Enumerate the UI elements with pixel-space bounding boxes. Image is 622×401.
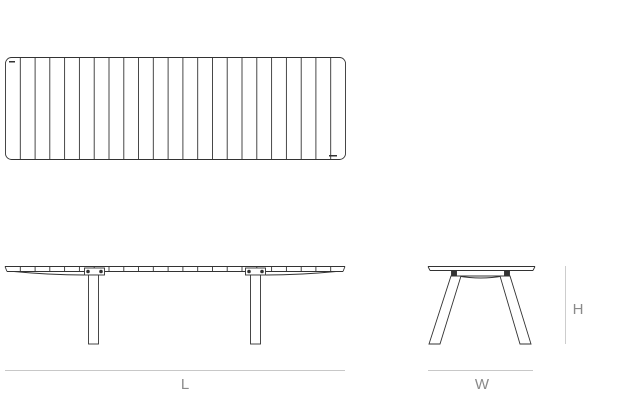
side-frame-rail	[452, 270, 509, 277]
side-leg-left	[428, 275, 462, 345]
front-leg-right	[250, 274, 261, 345]
tabletop-slats	[19, 57, 332, 160]
tabletop-underside-right	[265, 271, 337, 276]
side-leg-right	[499, 275, 532, 345]
top-view	[5, 57, 346, 160]
length-label: L	[181, 376, 189, 393]
front-leg-left	[88, 274, 99, 345]
front-view	[4, 266, 346, 345]
side-view	[427, 266, 536, 345]
tabletop-underside-left	[13, 271, 85, 276]
width-label: W	[475, 376, 490, 393]
tabletop-outline	[5, 57, 346, 160]
tabletop-left-end	[4, 266, 8, 272]
corner-mark-top-left	[9, 61, 15, 63]
tabletop-right-end	[342, 266, 346, 272]
front-bracket-left	[84, 267, 105, 276]
height-label: H	[573, 301, 584, 318]
dimensions	[5, 266, 566, 371]
corner-mark-bottom-right	[329, 155, 337, 157]
slat-joint-ticks	[19, 266, 332, 272]
side-frame-curve	[457, 275, 504, 279]
front-bracket-right	[245, 267, 266, 276]
